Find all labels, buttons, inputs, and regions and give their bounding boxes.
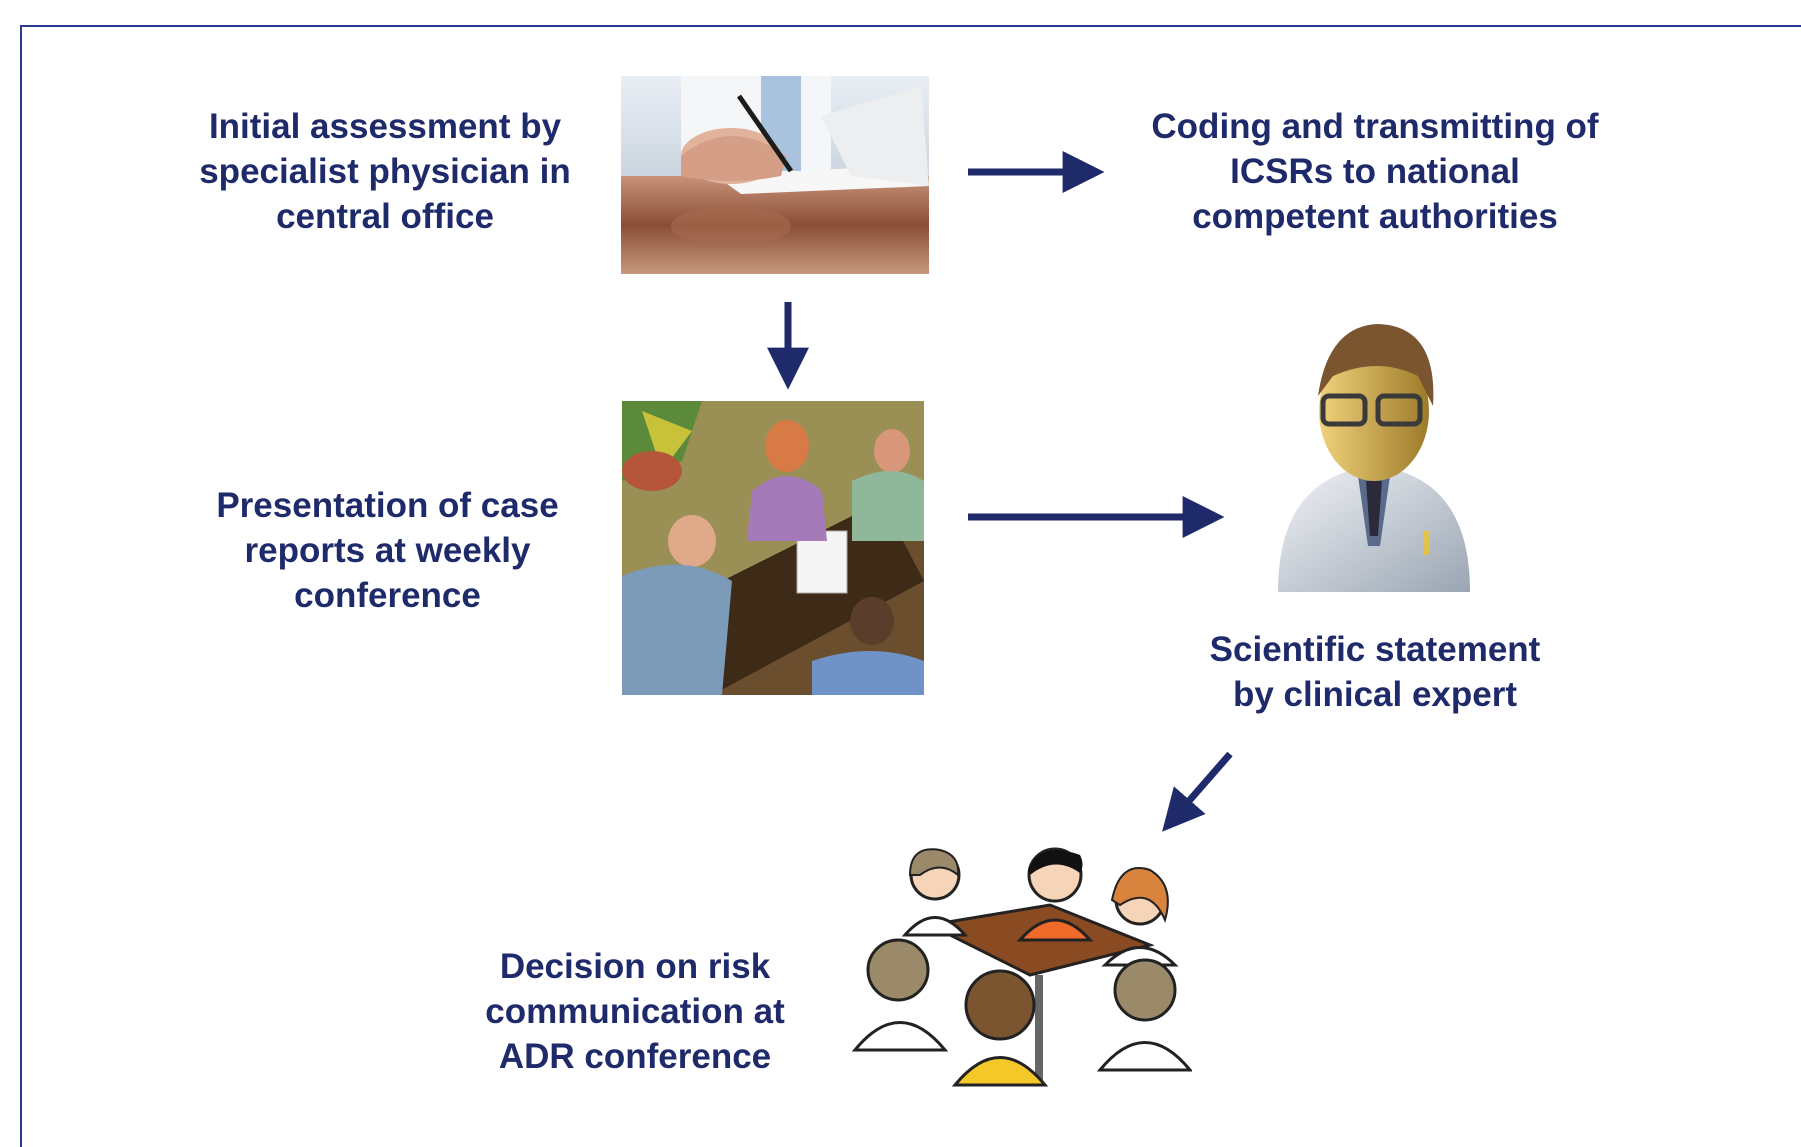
writing-hand-photo: [621, 76, 929, 274]
step-scientific-statement: Scientific statement by clinical expert: [1209, 630, 1541, 714]
meeting-clipart: [622, 401, 924, 695]
step-initial-assessment: Initial assessment by specialist physici…: [199, 107, 571, 236]
step-presentation: Presentation of case reports at weekly c…: [216, 486, 559, 615]
step-coding-transmitting: Coding and transmitting of ICSRs to nati…: [1151, 107, 1599, 236]
round-table-meeting-clipart: [850, 845, 1192, 1090]
clinical-expert-icon: [1268, 316, 1480, 592]
arrow-to-decision: [1162, 751, 1233, 832]
step-decision: Decision on risk communication at ADR co…: [485, 947, 785, 1076]
